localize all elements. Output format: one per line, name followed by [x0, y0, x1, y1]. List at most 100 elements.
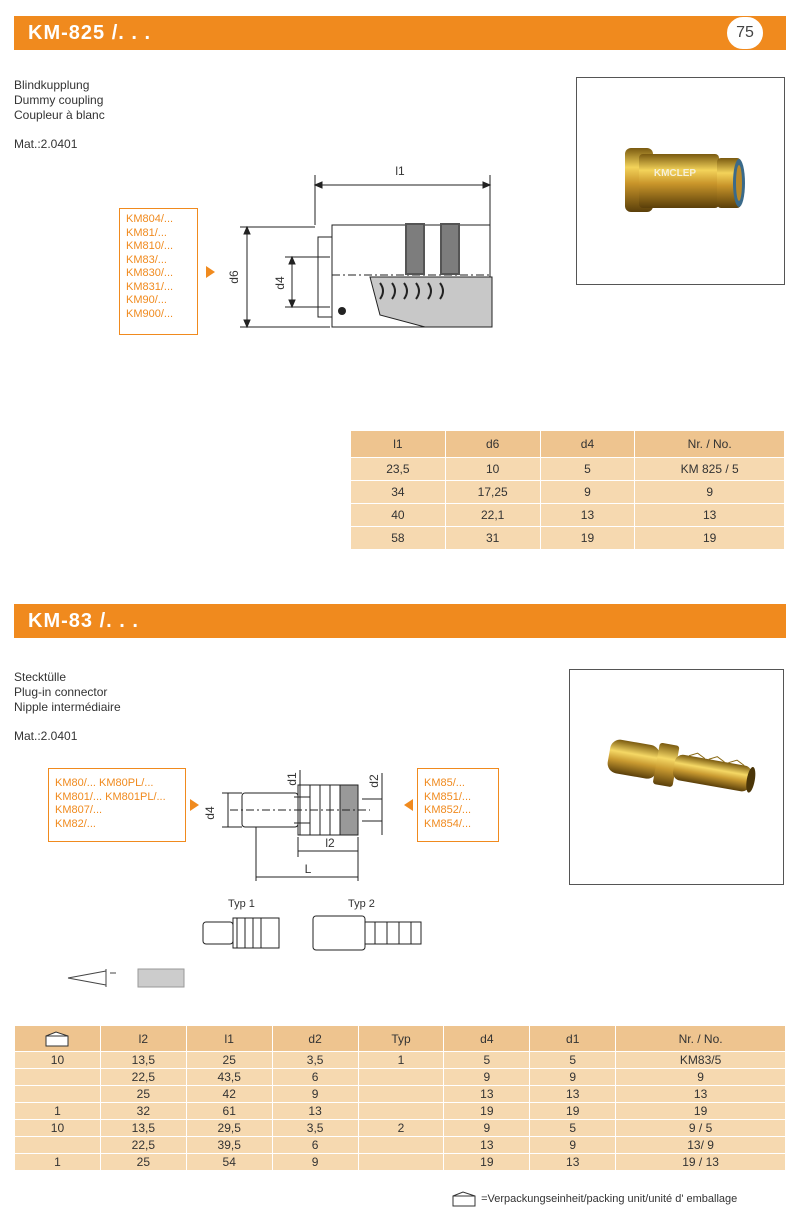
table-row: 22,5 39,5 6 13 9 13/ 9 — [14, 1136, 786, 1154]
desc-fr: Coupleur à blanc — [14, 108, 105, 122]
compatible-item: KM830/... — [126, 267, 174, 279]
table-row: 22,5 43,5 6 9 9 9 — [14, 1068, 786, 1086]
technical-drawing-km825: l1 d6 d4 — [227, 164, 493, 329]
header-cell: l2 — [99, 1025, 187, 1052]
header-cell: l1 — [350, 430, 446, 458]
table-cell: 1 — [14, 1102, 101, 1120]
table-row: 40 22,1 13 13 — [350, 503, 785, 527]
table-cell: 17,25 — [444, 480, 541, 504]
table-cell: 43,5 — [185, 1068, 273, 1086]
table-row: 1 32 61 13 19 19 19 — [14, 1102, 786, 1120]
dim-label-d4: d4 — [203, 806, 217, 820]
table-cell: 32 — [99, 1102, 187, 1120]
table-cell: 19 — [634, 526, 785, 550]
packing-unit-legend: =Verpackungseinheit/packing unit/unité d… — [450, 1191, 737, 1207]
table-cell: 9 — [271, 1085, 359, 1103]
compatible-item: KM807/... — [55, 804, 103, 816]
packing-unit-header — [14, 1025, 101, 1052]
table-cell: 34 — [350, 480, 446, 504]
desc-en: Plug-in connector — [14, 685, 108, 699]
compatible-item: KM85/... — [424, 777, 465, 789]
table-cell: 3,5 — [271, 1119, 359, 1137]
table-row: 58 31 19 19 — [350, 526, 785, 550]
type2-label: Typ 2 — [348, 898, 375, 910]
table-cell: 58 — [350, 526, 446, 550]
compatible-item: KM852/... — [424, 804, 472, 816]
compatible-item: KM831/... — [126, 280, 174, 293]
arrow-right-icon — [206, 266, 215, 278]
section-title-km825: KM-825 /. . . — [14, 16, 786, 50]
desc-de: Blindkupplung — [14, 78, 90, 92]
package-icon — [452, 1191, 476, 1207]
dim-label-L: L — [305, 862, 312, 876]
table-cell: 9 — [615, 1068, 786, 1086]
table-cell — [357, 1102, 445, 1120]
table-row: 10 13,5 29,5 3,5 2 9 5 9 / 5 — [14, 1119, 786, 1137]
spec-table-km83: l2 l1 d2 Typ d4 d1 Nr. / No. 10 13,5 25 … — [14, 1025, 786, 1171]
table-cell: 9 — [443, 1068, 531, 1086]
table-cell: 19 — [615, 1102, 786, 1120]
table-cell: 9 — [529, 1068, 617, 1086]
table-cell: KM83/5 — [615, 1051, 786, 1069]
compatible-list-left: KM80/... KM80PL/... KM801/... KM801PL/..… — [48, 768, 186, 842]
table-cell: 9 — [271, 1153, 359, 1171]
type1-label: Typ 1 — [228, 898, 255, 910]
package-icon — [45, 1030, 69, 1046]
table-cell: 19 — [443, 1153, 531, 1171]
table-cell: 22,5 — [99, 1136, 187, 1154]
table-cell: 10 — [14, 1119, 101, 1137]
header-cell: Nr. / No. — [615, 1025, 786, 1052]
section-title-km83: KM-83 /. . . — [14, 604, 786, 638]
header-cell: l1 — [185, 1025, 273, 1052]
table-cell: 13 — [271, 1102, 359, 1120]
table-cell: 19 — [443, 1102, 531, 1120]
table-cell: 1 — [357, 1051, 445, 1069]
table-cell: 23,5 — [350, 457, 446, 481]
table-cell — [357, 1085, 445, 1103]
legend-text: =Verpackungseinheit/packing unit/unité d… — [481, 1192, 738, 1205]
table-cell: 39,5 — [185, 1136, 273, 1154]
table-cell: 19 — [539, 526, 636, 550]
compatible-item: KM851/... — [424, 790, 472, 803]
table-cell — [357, 1068, 445, 1086]
table-cell: 5 — [529, 1051, 617, 1069]
table-cell: 5 — [529, 1119, 617, 1137]
desc-fr: Nipple intermédiaire — [14, 700, 121, 714]
compatible-item: KM81/... — [126, 226, 167, 239]
type-drawings — [202, 915, 422, 951]
table-cell: 5 — [539, 457, 636, 481]
header-cell: Typ — [357, 1025, 445, 1052]
table-cell: 1 — [14, 1153, 101, 1171]
table-cell: 25 — [185, 1051, 273, 1069]
table-cell: 22,1 — [444, 503, 541, 527]
table-cell: 9 / 5 — [615, 1119, 786, 1137]
compatible-item: KM900/... — [126, 307, 174, 320]
table-cell: 22,5 — [99, 1068, 187, 1086]
table-row: 34 17,25 9 9 — [350, 480, 785, 504]
compatible-item: KM83/... — [126, 253, 167, 266]
table-cell: 10 — [444, 457, 541, 481]
table-cell: 40 — [350, 503, 446, 527]
page-number: 75 — [726, 16, 764, 50]
compatible-item: KM854/... — [424, 817, 472, 830]
compatible-item: KM810/... — [126, 240, 174, 252]
table-cell: 6 — [271, 1068, 359, 1086]
product-description: Stecktülle Plug-in connector Nipple inte… — [14, 670, 121, 744]
header-cell: d1 — [529, 1025, 617, 1052]
table-cell: 29,5 — [185, 1119, 273, 1137]
table-cell: 9 — [634, 480, 785, 504]
header-cell: Nr. / No. — [634, 430, 785, 458]
table-row: 1 25 54 9 19 13 19 / 13 — [14, 1153, 786, 1171]
spec-table-km825: l1 d6 d4 Nr. / No. 23,5 10 5 KM 825 / 5 … — [350, 430, 785, 550]
arrow-right-icon — [190, 799, 199, 811]
dim-label-d6: d6 — [227, 270, 241, 284]
table-cell: 54 — [185, 1153, 273, 1171]
table-cell: 13,5 — [99, 1119, 187, 1137]
product-photo-km825: KMCLEP — [576, 77, 785, 285]
table-cell: 13 — [443, 1136, 531, 1154]
table-cell: 6 — [271, 1136, 359, 1154]
photo-brand-text: KMCLEP — [654, 168, 697, 179]
dim-label-d4: d4 — [273, 276, 287, 290]
table-cell — [14, 1136, 101, 1154]
table-cell — [357, 1136, 445, 1154]
